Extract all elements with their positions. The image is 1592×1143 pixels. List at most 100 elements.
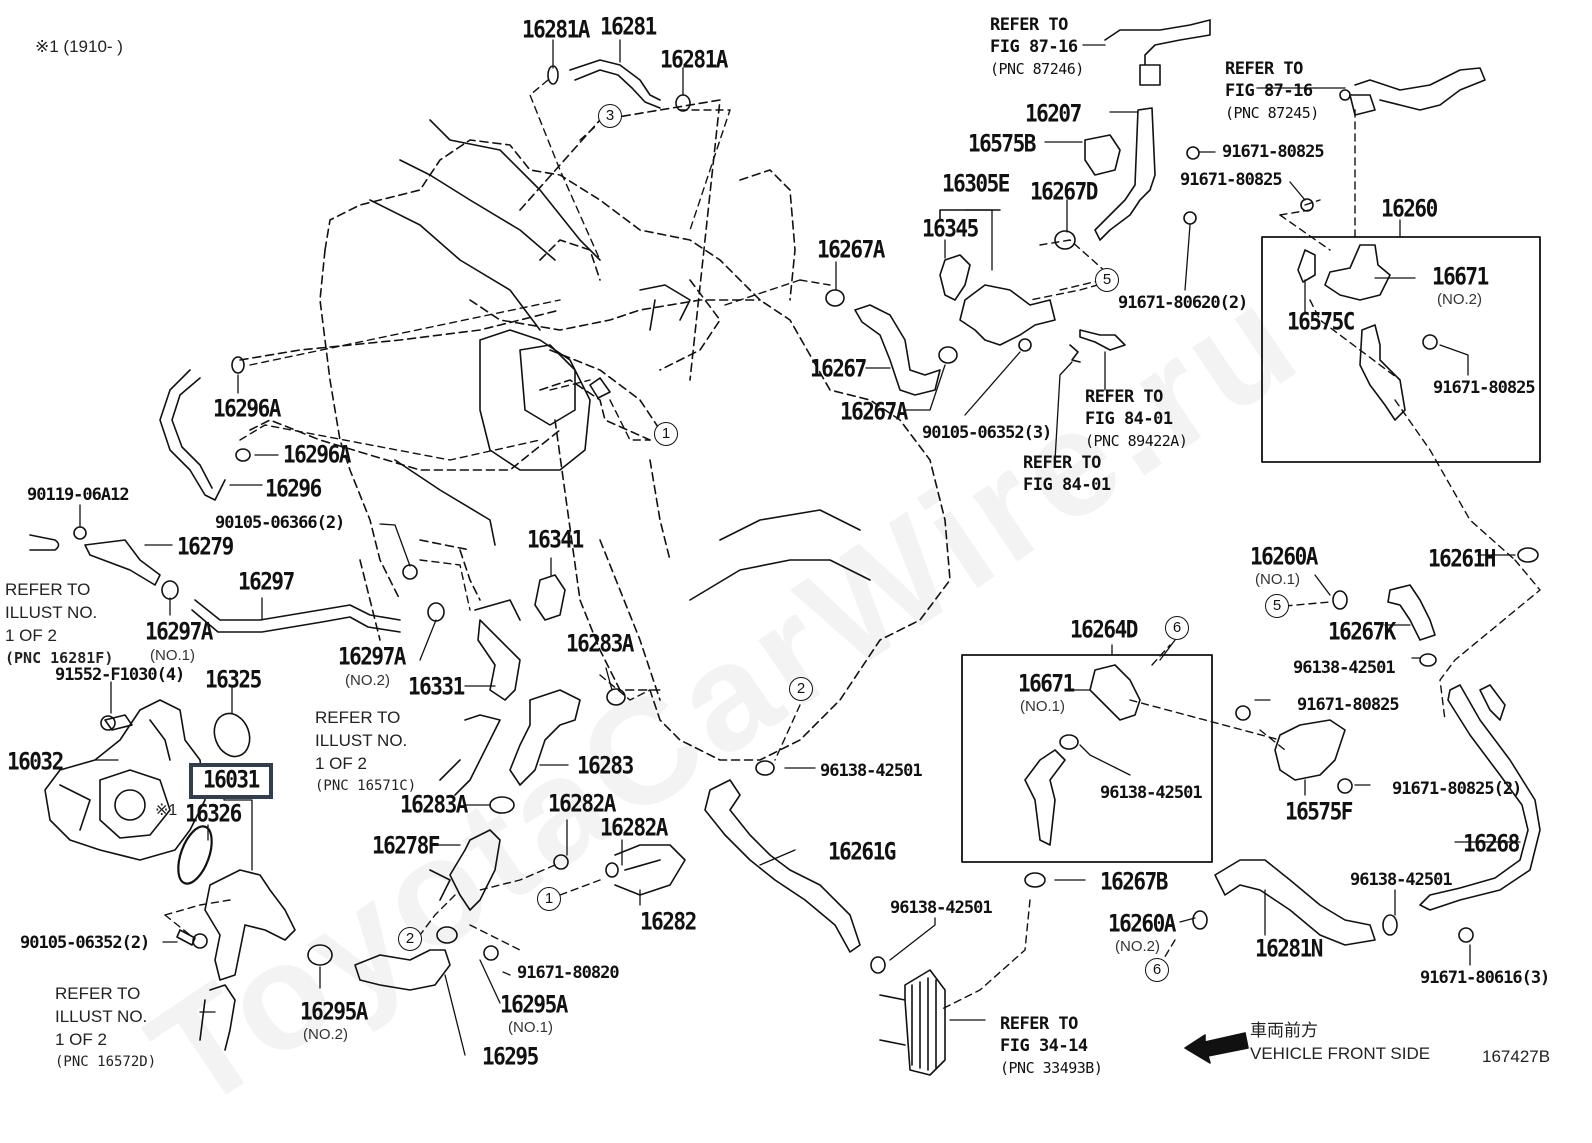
part-label-96138-42501[interactable]: 96138-42501 [1100, 783, 1203, 803]
part-label-16032[interactable]: 16032 [7, 747, 64, 776]
ref-line: FIG 84-01 [1085, 409, 1173, 429]
reference-illust-pnc-16572D[interactable]: REFER TO ILLUST NO. 1 OF 2 (PNC 16572D) [55, 982, 156, 1074]
reference-illust-pnc-16281F[interactable]: REFER TO ILLUST NO. 1 OF 2 (PNC 16281F) [5, 578, 113, 670]
part-label-16296A[interactable]: 16296A [213, 394, 281, 423]
callout-5[interactable]: 5 [1095, 268, 1119, 292]
part-label-16282A[interactable]: 16282A [600, 813, 668, 842]
part-label-16297A-no1[interactable]: 16297A [145, 617, 213, 646]
part-label-16031[interactable]: 16031 [203, 765, 260, 794]
part-label-16261G[interactable]: 16261G [828, 837, 896, 866]
part-label-16282A[interactable]: 16282A [548, 789, 616, 818]
part-label-16267K[interactable]: 16267K [1328, 617, 1396, 646]
callout-1[interactable]: 1 [537, 887, 561, 911]
part-label-16341[interactable]: 16341 [527, 525, 584, 554]
part-label-96138-42501[interactable]: 96138-42501 [890, 898, 993, 918]
reference-fig-87-16-pnc-87245[interactable]: REFER TO FIG 87-16 (PNC 87245) [1225, 58, 1319, 124]
part-label-16283[interactable]: 16283 [577, 751, 634, 780]
ref-line: FIG 87-16 [990, 37, 1078, 57]
part-label-16575F[interactable]: 16575F [1285, 797, 1353, 826]
part-label-91671-80825-2[interactable]: 91671-80825(2) [1392, 779, 1522, 799]
callout-2[interactable]: 2 [789, 677, 813, 701]
ref-line: 1 OF 2 [315, 754, 367, 773]
part-label-90119-06A12[interactable]: 90119-06A12 [27, 485, 130, 505]
ref-pnc: (PNC 33493B) [1000, 1059, 1103, 1077]
part-label-16575B[interactable]: 16575B [968, 129, 1036, 158]
ref-line: FIG 87-16 [1225, 81, 1313, 101]
ref-line: FIG 34-14 [1000, 1036, 1088, 1056]
highlighted-part-box[interactable]: 16031 [189, 763, 273, 799]
reference-illust-pnc-16571C[interactable]: REFER TO ILLUST NO. 1 OF 2 (PNC 16571C) [315, 706, 416, 798]
part-label-16671-no1[interactable]: 16671 [1018, 669, 1075, 698]
callout-5[interactable]: 5 [1265, 594, 1289, 618]
part-label-91671-80825[interactable]: 91671-80825 [1297, 695, 1400, 715]
part-label-16207[interactable]: 16207 [1025, 99, 1082, 128]
part-label-16267A[interactable]: 16267A [840, 397, 908, 426]
callout-6[interactable]: 6 [1165, 616, 1189, 640]
part-label-16267A[interactable]: 16267A [817, 235, 885, 264]
part-sublabel-no2: (NO.2) [1115, 938, 1160, 955]
part-label-16345[interactable]: 16345 [922, 214, 979, 243]
arrow-left-icon [1184, 1032, 1249, 1064]
ref-line: 1 OF 2 [5, 626, 57, 645]
part-label-91671-80825[interactable]: 91671-80825 [1433, 378, 1536, 398]
part-label-91671-80620[interactable]: 91671-80620(2) [1118, 293, 1248, 313]
ref-line: ILLUST NO. [55, 1007, 148, 1026]
part-label-16295A-no2[interactable]: 16295A [300, 997, 368, 1026]
part-label-16267D[interactable]: 16267D [1030, 177, 1098, 206]
part-label-16575C[interactable]: 16575C [1287, 307, 1355, 336]
part-label-16295A-no1[interactable]: 16295A [500, 990, 568, 1019]
callout-2[interactable]: 2 [398, 927, 422, 951]
part-label-90105-06352-2[interactable]: 90105-06352(2) [20, 933, 150, 953]
part-label-91671-80820[interactable]: 91671-80820 [517, 963, 620, 983]
part-label-16297[interactable]: 16297 [238, 567, 295, 596]
part-label-16281[interactable]: 16281 [600, 12, 657, 41]
part-label-16278F[interactable]: 16278F [372, 831, 440, 860]
part-label-16283A[interactable]: 16283A [566, 629, 634, 658]
part-label-91552-F1030[interactable]: 91552-F1030(4) [55, 665, 185, 685]
reference-fig-84-01-pnc-89422A[interactable]: REFER TO FIG 84-01 (PNC 89422A) [1085, 386, 1188, 452]
ref-pnc: (PNC 16572D) [55, 1054, 157, 1070]
part-label-16279[interactable]: 16279 [177, 532, 234, 561]
part-label-96138-42501[interactable]: 96138-42501 [820, 761, 923, 781]
part-label-16297A-no2[interactable]: 16297A [338, 642, 406, 671]
part-label-16260A-no2[interactable]: 16260A [1108, 909, 1176, 938]
line-art [29, 19, 1541, 1076]
part-label-16325[interactable]: 16325 [205, 665, 262, 694]
part-label-16281A[interactable]: 16281A [522, 15, 590, 44]
part-label-16267[interactable]: 16267 [810, 354, 867, 383]
part-label-16283A[interactable]: 16283A [400, 790, 468, 819]
part-label-16261H[interactable]: 16261H [1428, 544, 1496, 573]
part-label-16671-no2[interactable]: 16671 [1432, 262, 1489, 291]
part-label-16267B[interactable]: 16267B [1100, 867, 1168, 896]
ref-line: ILLUST NO. [315, 731, 408, 750]
part-label-16260[interactable]: 16260 [1381, 194, 1438, 223]
part-label-16331[interactable]: 16331 [408, 672, 465, 701]
part-label-16281N[interactable]: 16281N [1255, 934, 1323, 963]
part-label-91671-80616[interactable]: 91671-80616(3) [1420, 968, 1550, 988]
part-label-16296[interactable]: 16296 [265, 474, 322, 503]
part-label-16305E[interactable]: 16305E [942, 169, 1010, 198]
part-label-16326[interactable]: 16326 [185, 799, 242, 828]
part-label-91671-80825[interactable]: 91671-80825 [1222, 142, 1325, 162]
part-sublabel-no2: (NO.2) [1437, 291, 1482, 308]
callout-3[interactable]: 3 [598, 104, 622, 128]
reference-fig-87-16-pnc-87246[interactable]: REFER TO FIG 87-16 (PNC 87246) [990, 14, 1084, 80]
ref-pnc: (PNC 89422A) [1085, 432, 1188, 450]
part-label-16282[interactable]: 16282 [640, 907, 697, 936]
reference-fig-84-01[interactable]: REFER TO FIG 84-01 [1023, 452, 1111, 496]
part-label-91671-80825[interactable]: 91671-80825 [1180, 170, 1283, 190]
part-label-16260A-no1[interactable]: 16260A [1250, 542, 1318, 571]
part-label-16296A[interactable]: 16296A [283, 440, 351, 469]
part-label-90105-06352-3[interactable]: 90105-06352(3) [922, 423, 1052, 443]
part-label-90105-06366[interactable]: 90105-06366(2) [215, 513, 345, 533]
reference-fig-34-14-pnc-33493B[interactable]: REFER TO FIG 34-14 (PNC 33493B) [1000, 1013, 1103, 1079]
part-label-96138-42501[interactable]: 96138-42501 [1350, 870, 1453, 890]
part-label-16295[interactable]: 16295 [482, 1042, 539, 1071]
part-label-16264D[interactable]: 16264D [1070, 615, 1138, 644]
part-label-16281A[interactable]: 16281A [660, 45, 728, 74]
date-range-note: ※1 (1910- ) [35, 37, 123, 56]
part-label-96138-42501[interactable]: 96138-42501 [1293, 658, 1396, 678]
part-label-16268[interactable]: 16268 [1463, 829, 1520, 858]
callout-1[interactable]: 1 [654, 422, 678, 446]
callout-6[interactable]: 6 [1145, 958, 1169, 982]
